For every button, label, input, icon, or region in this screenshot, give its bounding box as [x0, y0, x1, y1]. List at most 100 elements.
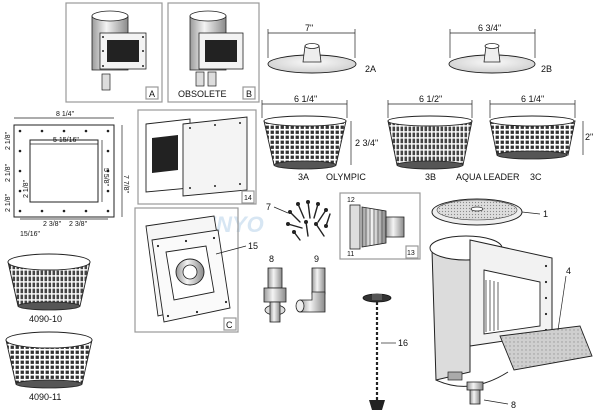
callout-16: 16: [398, 338, 408, 348]
faceplate-14-cover: [182, 116, 248, 197]
gasket-inner: [29, 139, 99, 203]
gasket-inner-height-dim: 5 5/8": [102, 168, 109, 187]
fitting-8-lower: [269, 301, 281, 323]
callout-15: 15: [248, 241, 258, 251]
skimmer-b-frame: [167, 2, 260, 103]
basket-3a-width-dim: 6 1/4": [294, 94, 317, 104]
callout-a: A: [149, 89, 155, 99]
basket-3b-group[interactable]: 6 1/2" 3B AQUA LEADER: [387, 94, 520, 182]
basket-3c-group[interactable]: 6 1/4" 2" 3C: [489, 94, 593, 182]
basket-3a-height-dim: 2 3/4": [355, 138, 378, 148]
skimmer-body-left: [431, 239, 471, 381]
callout-3b: 3B: [425, 172, 436, 182]
callout-3a: 3A: [298, 172, 309, 182]
basket-4090-11-rim: [5, 331, 93, 349]
skimmer-b-port-1: [195, 71, 205, 87]
gasket-offset-dim: 15/16": [20, 231, 41, 238]
fitting-8-left-group[interactable]: 8: [263, 254, 287, 323]
fitting-8-upper: [267, 267, 283, 289]
gasket-bottom-a-dim: 2 3/8": [43, 221, 62, 228]
skimmer-a-port: [101, 73, 111, 91]
fitting-9-vertical: [311, 267, 326, 295]
skimmer-assembly-group[interactable]: 1 4 8: [429, 198, 593, 410]
basket-4090-10-group[interactable]: 4090-10: [7, 253, 91, 324]
fitting-13-gasket: [349, 204, 361, 250]
fitting-9-elbow-group[interactable]: 9: [295, 254, 326, 313]
fitting-8-bottom-stem: [469, 389, 481, 405]
gasket-left-bot-dim: 2 1/8": [5, 193, 12, 212]
fitting-8-flange: [263, 287, 287, 303]
basket-3a-body: [263, 120, 347, 166]
gasket-width-dim: 8 1/4": [56, 111, 75, 118]
callout-12: 12: [347, 197, 355, 204]
brand-aqua-leader: AQUA LEADER: [456, 172, 520, 182]
callout-11: 11: [347, 251, 354, 258]
fitting-13-tag-box: [405, 245, 419, 259]
gasket-left-mid-dim: 2 1/8": [5, 163, 12, 182]
callout-3c: 3C: [530, 172, 542, 182]
callout-14: 14: [244, 195, 252, 202]
faceplate-14-opening: [152, 135, 178, 173]
gasket-left-side-dim: 2 1/8": [23, 179, 30, 198]
basket-3c-height-dim: 2": [585, 132, 593, 142]
skimmer-b-port-2: [207, 71, 217, 87]
basket-3a-rim: [263, 115, 347, 127]
lid-2a-width-dim: 7": [305, 23, 313, 33]
gasket-left-top-dim: 2 1/8": [5, 131, 12, 150]
brand-olympic: OLYMPIC: [326, 172, 366, 182]
fitting-8-bottom-cap: [466, 381, 484, 391]
skimmer-weir-4: [499, 325, 593, 371]
gasket-dimension-drawing[interactable]: 8 1/4" 5 15/16" 7 7/8" 5 5/8" 2 1/8" 2 1…: [5, 111, 129, 238]
skimmer-b-tag-box: [242, 86, 256, 100]
gasket-inner-width-dim: 5 15/16": [53, 137, 79, 144]
basket-3c-width-dim: 6 1/4": [521, 94, 544, 104]
valve-16-group[interactable]: 16: [362, 293, 408, 410]
skimmer-a-group[interactable]: A: [65, 2, 163, 103]
fitting-13-pipe: [385, 216, 405, 238]
basket-4090-10-label: 4090-10: [29, 314, 62, 324]
valve-16-foot: [369, 400, 385, 410]
skimmer-b-mouth: [205, 40, 237, 62]
lid-2b-group[interactable]: 6 3/4" 2B: [448, 23, 552, 74]
skimmer-b-group[interactable]: OBSOLETE B: [167, 2, 260, 103]
faceplate-14-frame: [137, 109, 257, 205]
lid-2b-width-dim: 6 3/4": [478, 23, 501, 33]
callout-8-bottom: 8: [511, 400, 516, 410]
lid-2a-group[interactable]: 7" 2A: [267, 23, 376, 74]
callout-9: 9: [314, 254, 319, 264]
faceplate-14-group[interactable]: 14: [137, 109, 257, 205]
basket-3b-rim: [387, 115, 473, 127]
basket-3c-rim: [489, 115, 575, 127]
callout-2b: 2B: [541, 64, 552, 74]
skimmer-a-top: [91, 10, 129, 22]
fitting-13-group[interactable]: 12 11 13: [339, 192, 421, 260]
skimmer-a-tag-box: [145, 86, 159, 100]
skimmer-b-top: [189, 10, 227, 22]
basket-3b-width-dim: 6 1/2": [419, 94, 442, 104]
gasket-height-dim: 7 7/8": [122, 175, 129, 194]
callout-c: C: [226, 320, 233, 330]
callout-4: 4: [566, 266, 571, 276]
fitting-13-frame: [339, 192, 421, 260]
basket-4090-11-group[interactable]: 4090-11: [5, 331, 93, 402]
gasket-kit-c-group[interactable]: 15 C: [134, 207, 258, 333]
screws-7-group[interactable]: 7: [266, 200, 331, 241]
callout-13: 13: [407, 250, 415, 257]
faceplate-14-tag-box: [241, 190, 255, 204]
callout-b: B: [246, 89, 252, 99]
skimmer-a-frame: [65, 2, 163, 103]
callout-8-left: 8: [269, 254, 274, 264]
basket-4090-11-label: 4090-11: [29, 392, 61, 402]
basket-3a-group[interactable]: 6 1/4" 2 3/4" 3A OLYMPIC: [261, 94, 378, 182]
basket-3b-body: [387, 120, 473, 166]
gasket-bottom-b-dim: 2 3/8": [69, 221, 88, 228]
watermark-text: INYO: [210, 212, 264, 237]
callout-1: 1: [543, 209, 548, 219]
gasket-kit-c-frame: [134, 207, 239, 333]
gasket-kit-c-tag-box: [223, 317, 237, 331]
gasket-outer: [13, 124, 115, 218]
obsolete-label: OBSOLETE: [178, 89, 227, 99]
skimmer-a-mouth: [107, 40, 139, 62]
